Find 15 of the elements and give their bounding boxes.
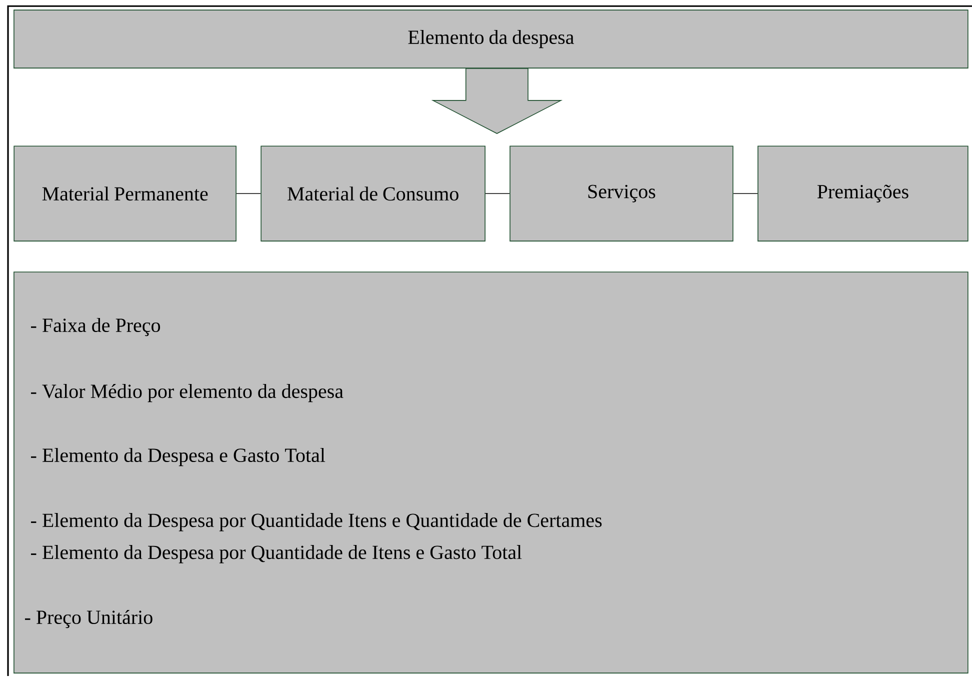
list-item: - Elemento da Despesa e Gasto Total [31,448,326,466]
connector-line [732,193,758,194]
category-box: Serviços [510,146,734,242]
connector-line [236,193,262,194]
category-box: Premiações [758,146,968,242]
list-item: - Faixa de Preço [31,318,160,336]
header-band: Elemento da despesa [14,10,968,68]
category-box: Material Permanente [14,146,236,242]
list-item: - Preço Unitário [25,610,152,628]
list-item: - Elemento da Despesa por Quantidade Itens e Quantidade de Certames [31,513,602,532]
block-arrow [431,68,563,134]
connector-line [485,193,510,194]
list-item: - Valor Médio por elemento da despesa [31,384,344,402]
category-box: Material de Consumo [260,146,486,242]
list-item: - Elemento da Despesa por Quantidade de Itens e Gasto Total [31,545,522,564]
